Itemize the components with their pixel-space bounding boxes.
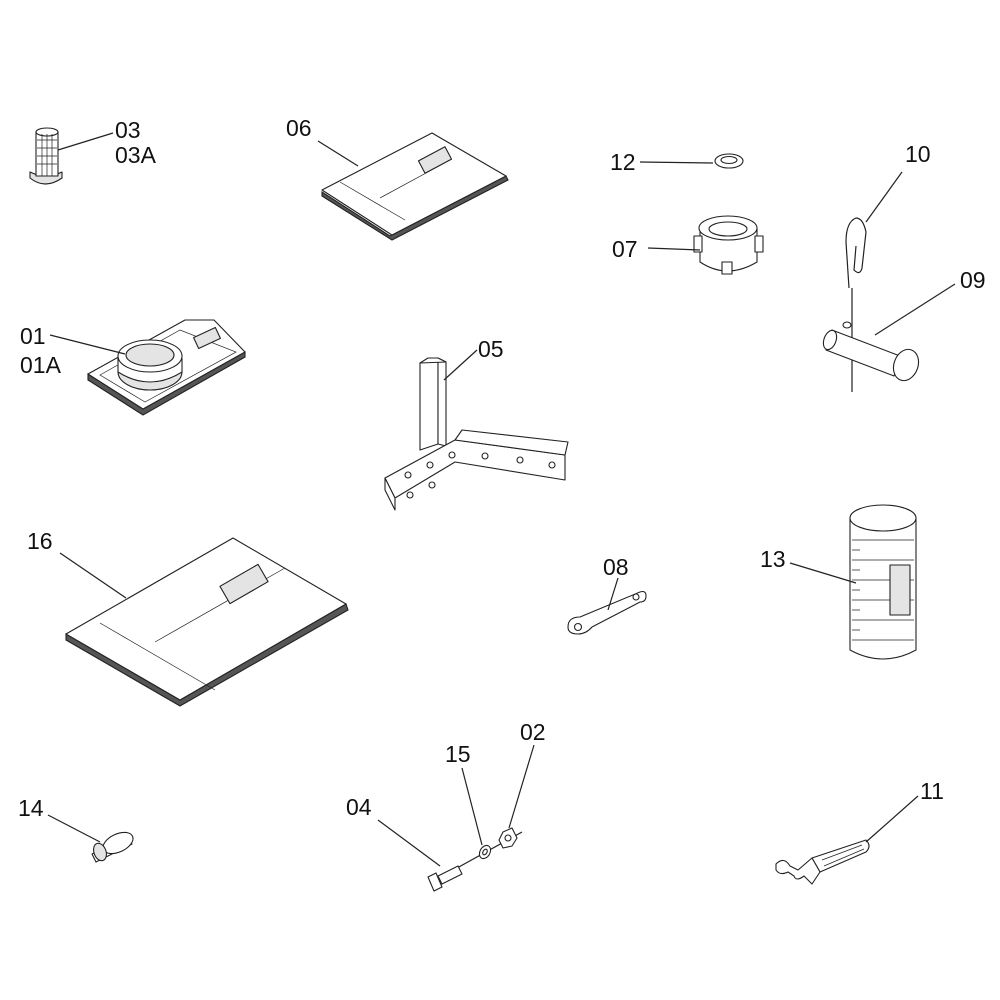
leader-14 [47,814,101,843]
label-15: 15 [445,741,471,767]
label-10: 10 [905,141,931,167]
part-06-booklet [321,132,509,241]
label-05: 05 [478,336,504,362]
label-09: 09 [960,267,986,293]
leader-01 [49,334,126,355]
leader-16 [59,552,127,599]
leader-07 [647,247,701,251]
label-14: 14 [18,795,44,821]
part-07-ring-nut [693,215,764,275]
leader-08 [607,577,619,611]
label-11: 11 [920,778,944,804]
leader-03 [57,132,114,151]
part-01-base [87,319,246,416]
leader-09 [874,283,956,336]
label-12: 12 [610,149,636,175]
part-16-manual [65,537,349,707]
part-08-wrench [567,590,647,635]
part-05-bracket [384,357,569,511]
part-10-spring-clip [845,217,867,289]
part-11-spanner [775,839,870,885]
part-04-bolt [427,865,463,892]
leader-11 [865,795,919,843]
label-08: 08 [603,554,629,580]
part-09-pin [822,321,920,382]
label-06: 06 [286,115,312,141]
part-03-filter [29,127,63,185]
label-04: 04 [346,794,372,820]
label-01a: 01A [20,352,61,378]
label-13: 13 [760,546,786,572]
leader-15 [461,767,483,846]
label-16: 16 [27,528,53,554]
label-03a: 03A [115,142,156,168]
part-12-washer [714,153,744,169]
leader-10 [865,171,903,223]
leader-04 [377,819,441,867]
part-02-nut [498,827,518,849]
leader-05 [443,349,478,381]
part-15-washer [478,844,492,860]
leader-13 [789,562,857,584]
part-14-lynch-pin [91,831,134,863]
label-07: 07 [612,236,638,262]
leader-12 [639,161,714,164]
label-01: 01 [20,323,46,349]
label-03: 03 [115,117,141,143]
leader-02 [508,744,535,829]
part-13-measuring-cup [849,504,917,660]
label-02: 02 [520,719,546,745]
leader-06 [317,140,359,167]
